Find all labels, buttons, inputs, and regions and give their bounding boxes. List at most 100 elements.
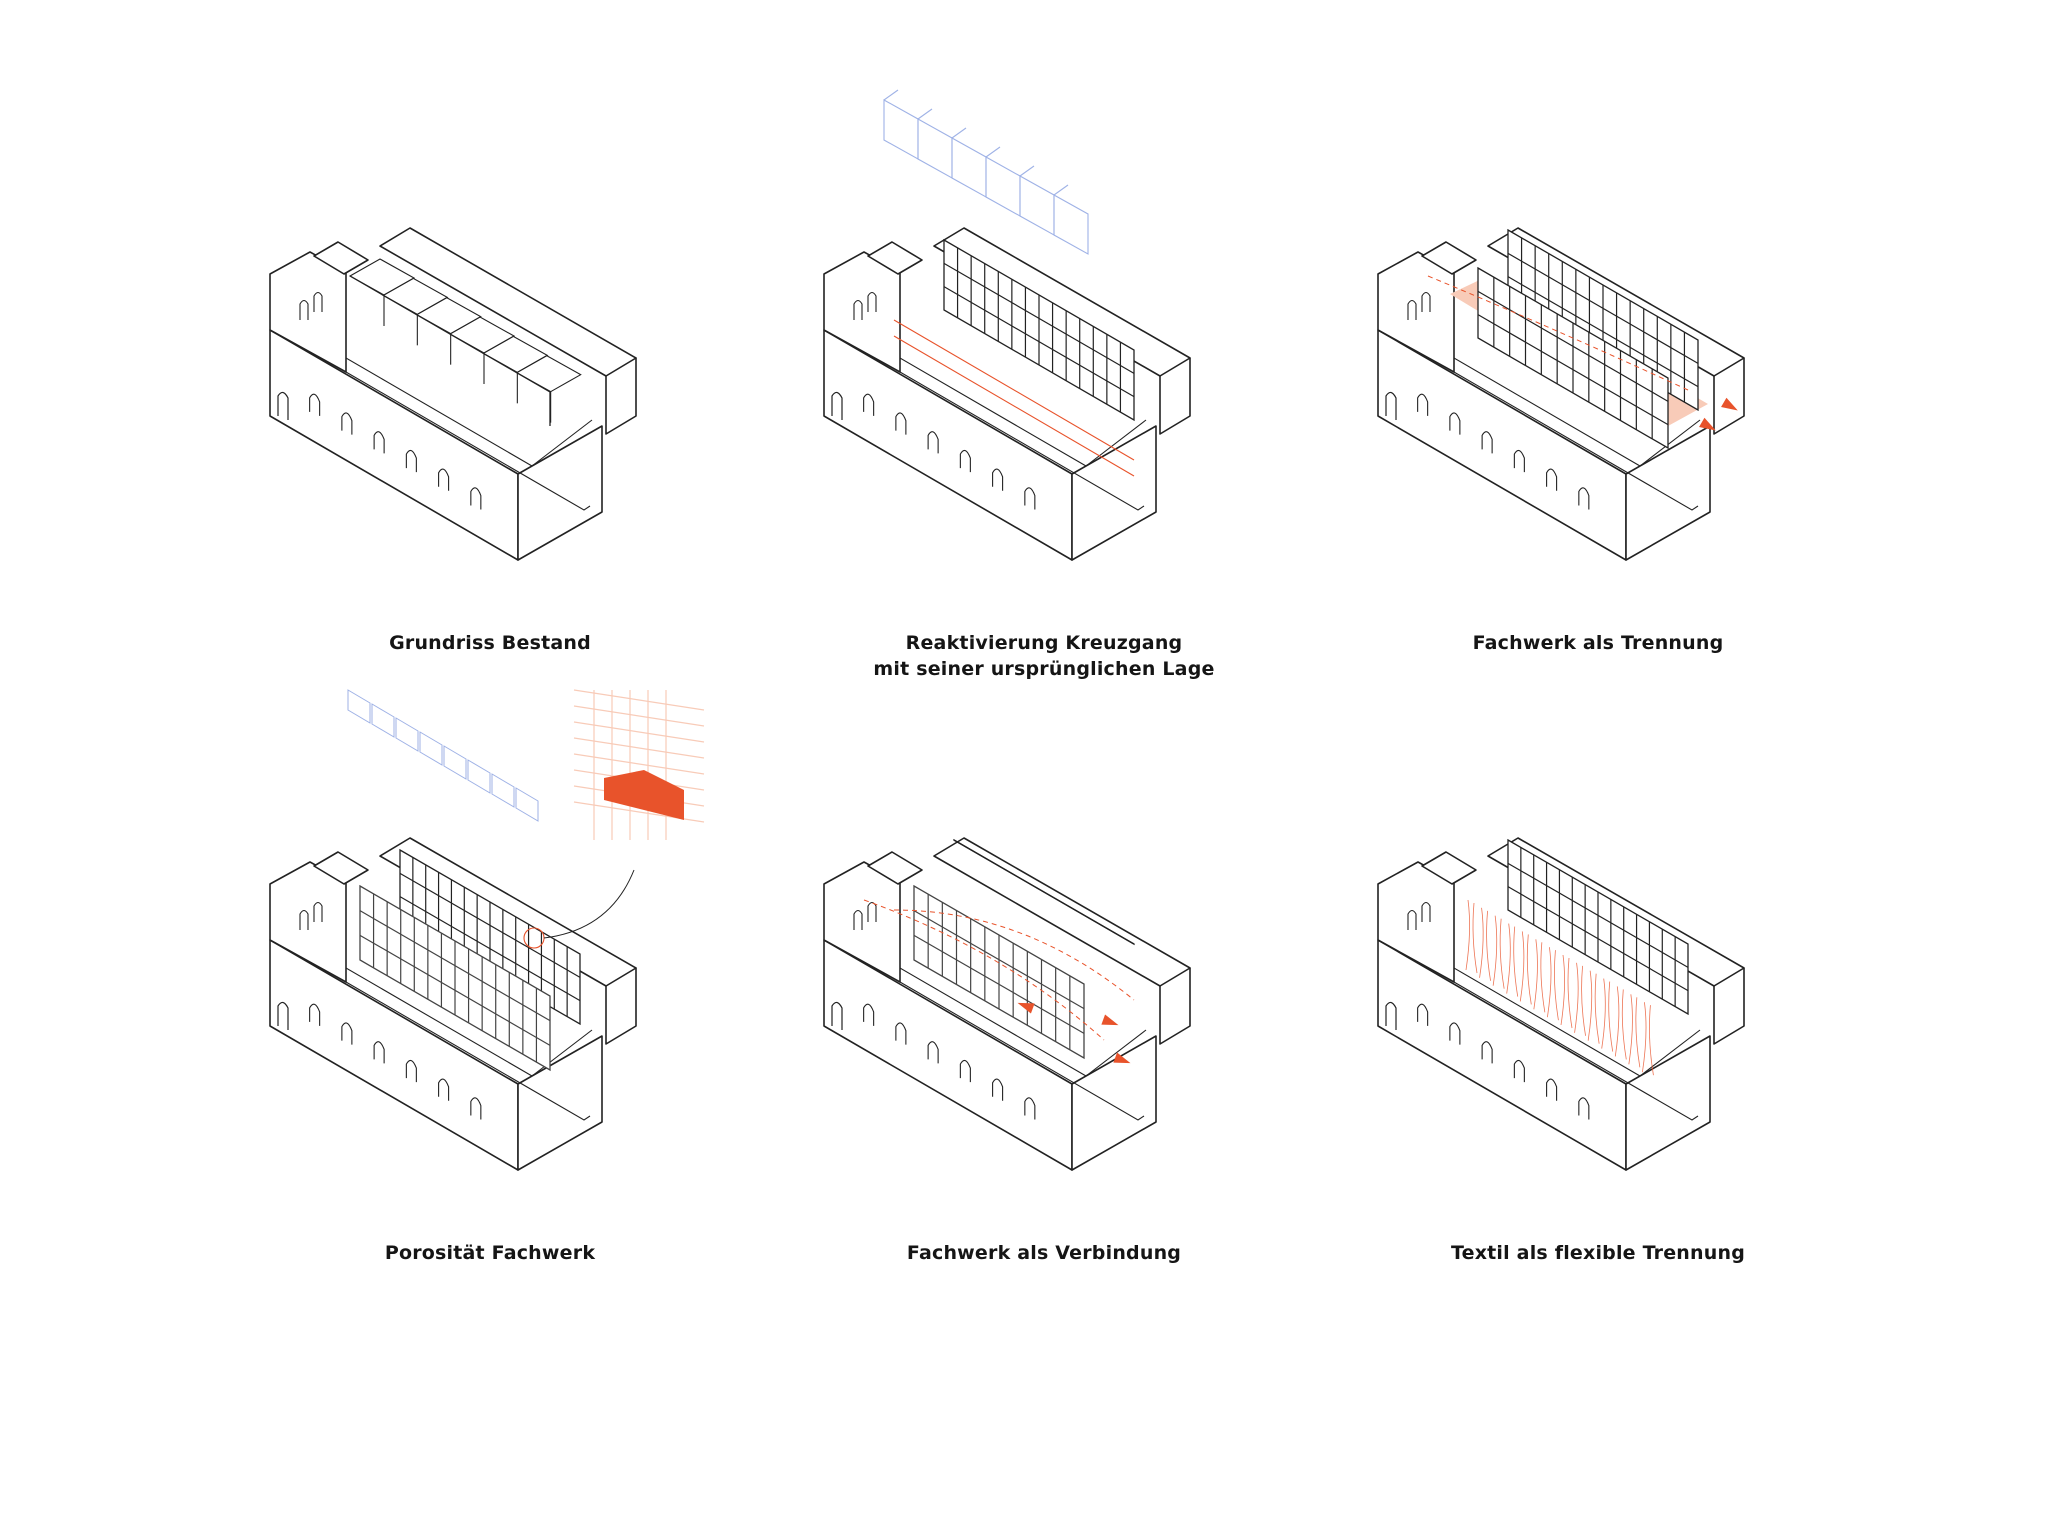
arch-window <box>1481 1041 1493 1064</box>
cloister-facade-transom <box>1507 886 1689 992</box>
door <box>277 391 289 420</box>
textile-fold <box>1506 923 1519 997</box>
rear-wing-end <box>1713 968 1745 1045</box>
arch-window <box>895 1022 907 1045</box>
axonometric-building-drawing <box>1377 837 1745 1171</box>
rear-wing-end <box>605 968 637 1045</box>
building-group <box>269 689 705 1171</box>
blue-wireframe-edge <box>951 127 967 139</box>
panel-reaktivierung-kreuzgang: Reaktivierung Kreuzgang mit seiner urspr… <box>784 89 1304 740</box>
blue-wireframe-box <box>1019 175 1055 236</box>
panel-caption: Fachwerk als Verbindung <box>784 1240 1304 1266</box>
panel-caption: Textil als flexible Trennung <box>1338 1240 1858 1266</box>
porous-truss-transom <box>359 934 551 1046</box>
cloister-facade-transom <box>399 872 581 978</box>
floor-edge <box>1453 371 1699 511</box>
building-group <box>823 837 1191 1171</box>
arch-window <box>853 299 863 320</box>
cloister-facade-transom <box>943 262 1135 374</box>
door <box>1385 1001 1397 1030</box>
detail-grid <box>573 689 705 711</box>
door <box>1385 391 1397 420</box>
flow-line <box>893 909 1135 1001</box>
caption-line: Fachwerk als Verbindung <box>906 1242 1182 1264</box>
arch-window <box>309 393 321 416</box>
arch-window <box>992 1078 1004 1101</box>
cell-box <box>515 355 582 393</box>
blue-wireframe-edge <box>1053 184 1069 196</box>
arch-window <box>299 299 309 320</box>
arch-window <box>927 431 939 454</box>
arch-window <box>1481 431 1493 454</box>
cell-box <box>415 297 482 335</box>
floor-edge <box>1453 981 1699 1121</box>
front-wall <box>269 329 519 561</box>
connecting-truss-transom <box>913 934 1085 1034</box>
panel-fachwerk-als-verbindung: Fachwerk als Verbindung <box>784 790 1304 1350</box>
arch-window <box>1407 909 1417 930</box>
arch-window <box>373 431 385 454</box>
arch-window <box>992 468 1004 491</box>
textile-fold <box>1628 994 1641 1068</box>
wall-top-edge <box>531 1029 593 1077</box>
flow-arrow <box>1101 1014 1119 1026</box>
arch-window <box>299 909 309 930</box>
arch-window <box>863 393 875 416</box>
flow-arrow <box>1699 417 1716 431</box>
rear-wing-end <box>1159 968 1191 1045</box>
arch-window <box>373 1041 385 1064</box>
arch-window <box>405 449 417 473</box>
axonometric-building-drawing <box>269 689 705 1171</box>
arch-window <box>1024 1097 1036 1120</box>
door <box>277 1001 289 1030</box>
detail-grid <box>573 737 705 759</box>
cell-box <box>448 316 516 354</box>
textile-fold <box>1614 986 1627 1060</box>
textile-fold <box>1492 915 1505 989</box>
door <box>831 391 843 420</box>
arch-window <box>1421 291 1431 312</box>
truss-partition-transom <box>1477 290 1669 402</box>
arch-window <box>1417 393 1429 416</box>
front-wall <box>823 329 1073 561</box>
arch-window <box>341 412 353 435</box>
courtyard-edge <box>349 275 551 426</box>
cloister-facade-transom <box>1507 276 1699 388</box>
textile-fold <box>1465 899 1478 974</box>
textile-fold <box>1587 970 1600 1044</box>
arch-window <box>863 1003 875 1026</box>
axonometric-building-drawing <box>823 837 1191 1171</box>
blue-module <box>395 717 419 752</box>
blue-wireframe-edge <box>1019 165 1035 177</box>
cloister-facade-transom <box>943 286 1135 398</box>
blue-module <box>515 787 539 822</box>
arch-window <box>895 412 907 435</box>
textile-fold <box>1601 978 1614 1052</box>
arch-window <box>1024 487 1036 510</box>
panel-caption: Porosität Fachwerk <box>230 1240 750 1266</box>
arch-window <box>1578 487 1590 510</box>
end-wall <box>1071 425 1157 561</box>
floor-edge <box>345 371 591 511</box>
arch-window <box>1513 449 1525 473</box>
wall-top-edge <box>1085 1029 1147 1077</box>
floor-edge <box>899 371 1145 511</box>
arch-window <box>313 291 323 312</box>
arch-window <box>405 1059 417 1083</box>
end-wall <box>1071 1035 1157 1171</box>
annex <box>1421 851 1477 885</box>
end-wall <box>517 425 603 561</box>
cloister-facade-transom <box>1507 862 1689 968</box>
flow-arrow <box>1017 1002 1035 1014</box>
blue-wireframe-edge <box>917 108 933 120</box>
rear-wing-roof-transom <box>953 839 1135 945</box>
blue-wireframe-box <box>985 156 1021 217</box>
building-group <box>1377 837 1745 1171</box>
arch-window <box>1449 412 1461 435</box>
detail-grid <box>573 705 705 727</box>
flow-line <box>1427 275 1689 391</box>
cell-box <box>382 277 449 315</box>
arch-window <box>959 1059 971 1083</box>
cloister-path-line <box>893 319 1135 461</box>
panel-grundriss-bestand: Grundriss Bestand <box>230 180 750 740</box>
